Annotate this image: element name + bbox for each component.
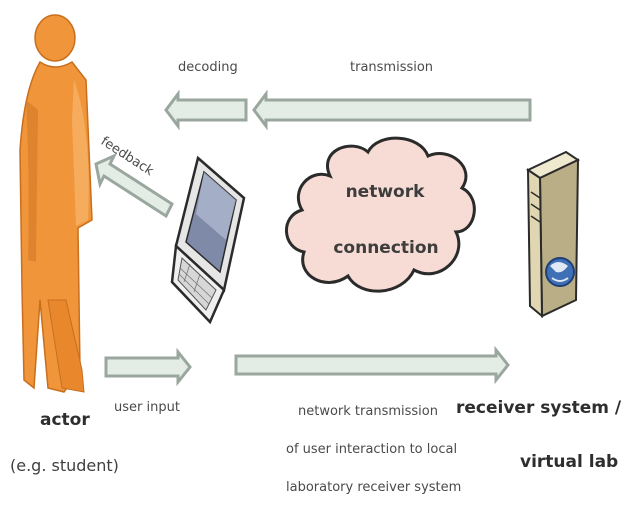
label-network-transmission-1: network transmission xyxy=(298,404,438,419)
label-virtual-lab: virtual lab xyxy=(520,452,619,472)
label-receiver-system: receiver system / xyxy=(456,398,622,418)
arrow-network-transmission xyxy=(234,345,510,385)
label-decoding: decoding xyxy=(178,60,238,75)
arrow-decoding xyxy=(164,89,248,131)
label-actor: actor xyxy=(40,410,90,430)
actor-figure xyxy=(19,14,93,393)
label-network-transmission-3: laboratory receiver system xyxy=(286,480,462,495)
label-user-input: user input xyxy=(114,400,180,415)
label-network-transmission-2: of user interaction to local xyxy=(286,442,458,457)
label-actor-example: (e.g. student) xyxy=(10,456,119,475)
server-icon xyxy=(525,150,581,319)
laptop-icon xyxy=(170,155,246,325)
arrow-transmission xyxy=(252,89,532,131)
label-transmission: transmission xyxy=(350,60,434,75)
arrow-feedback xyxy=(94,152,174,219)
label-connection: connection xyxy=(333,238,439,258)
network-cloud xyxy=(285,136,476,293)
arrow-user-input xyxy=(104,347,192,387)
label-network: network xyxy=(345,182,425,202)
